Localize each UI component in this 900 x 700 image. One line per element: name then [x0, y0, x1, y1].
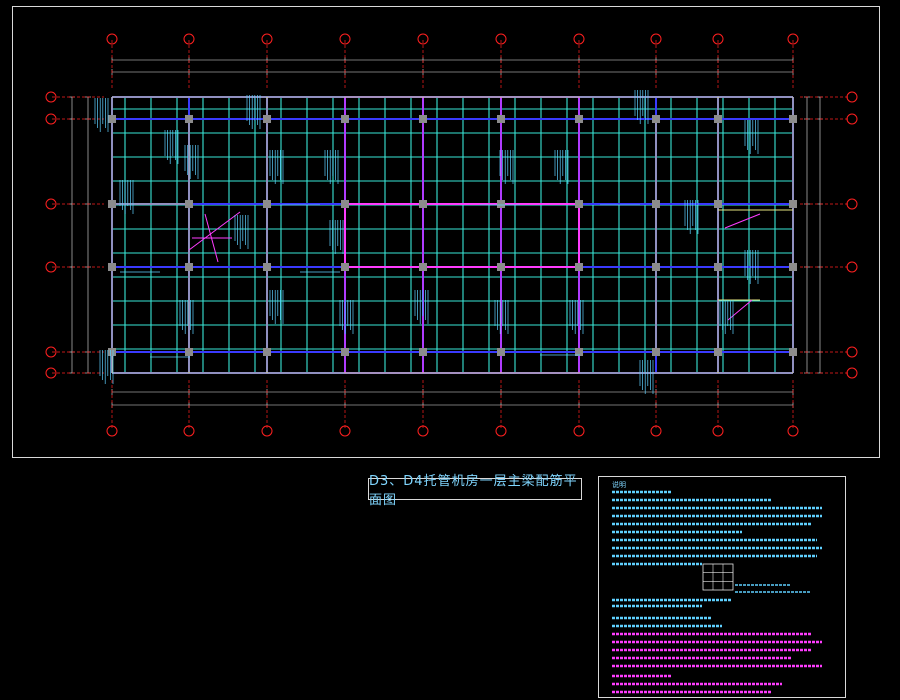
axis-bubble-icon [106, 425, 118, 437]
column [263, 200, 271, 208]
notes-heading: 说明 [612, 481, 626, 489]
column [714, 200, 722, 208]
column [652, 200, 660, 208]
axis-bubble-icon [846, 367, 858, 379]
column [419, 348, 427, 356]
column [341, 263, 349, 271]
column [263, 348, 271, 356]
axis-bubble-icon [45, 113, 57, 125]
axis-bubble-icon [417, 425, 429, 437]
column [263, 263, 271, 271]
detail-outline [702, 563, 734, 591]
column [108, 348, 116, 356]
axis-bubble-icon [183, 425, 195, 437]
axis-bubble-icon [339, 33, 351, 45]
axis-bubble-icon [261, 33, 273, 45]
column [575, 200, 583, 208]
column [341, 348, 349, 356]
column-section-detail-icon [702, 563, 734, 591]
axis-bubble-icon [787, 33, 799, 45]
column [497, 115, 505, 123]
axis-bubble-icon [573, 425, 585, 437]
drawing-title-box: D3、D4托管机房一层主梁配筋平面图 [368, 474, 582, 508]
column [714, 115, 722, 123]
notes-content [612, 490, 822, 694]
column [575, 115, 583, 123]
stair-line [188, 211, 241, 251]
axis-bubble-icon [846, 91, 858, 103]
stair-line [724, 213, 761, 229]
stair-line [204, 213, 219, 263]
axis-bubble-icon [45, 346, 57, 358]
transfer-beam-frame [344, 203, 580, 268]
column [497, 263, 505, 271]
column [341, 200, 349, 208]
column [789, 263, 797, 271]
axis-bubble-icon [183, 33, 195, 45]
column [652, 115, 660, 123]
column [789, 200, 797, 208]
column [108, 200, 116, 208]
axis-bubble-icon [261, 425, 273, 437]
axis-bubble-icon [650, 33, 662, 45]
column [185, 348, 193, 356]
column [497, 348, 505, 356]
column [497, 200, 505, 208]
column [108, 115, 116, 123]
column [789, 115, 797, 123]
column [419, 263, 427, 271]
column [652, 348, 660, 356]
axis-bubble-icon [45, 367, 57, 379]
axis-bubble-icon [846, 261, 858, 273]
axis-bubble-icon [45, 198, 57, 210]
axis-bubble-icon [495, 425, 507, 437]
column [714, 263, 722, 271]
column [185, 263, 193, 271]
axis-bubble-icon [650, 425, 662, 437]
axis-bubble-icon [339, 425, 351, 437]
axis-bubble-icon [846, 198, 858, 210]
column [575, 348, 583, 356]
axis-bubble-icon [846, 346, 858, 358]
axis-bubble-icon [846, 113, 858, 125]
column [341, 115, 349, 123]
axis-bubble-icon [787, 425, 799, 437]
transfer-beam-frame [344, 96, 580, 374]
sheet-frame [12, 6, 880, 458]
column [652, 263, 660, 271]
notes-panel [598, 476, 846, 698]
axis-bubble-icon [417, 33, 429, 45]
axis-bubble-icon [712, 33, 724, 45]
column [263, 115, 271, 123]
column [185, 115, 193, 123]
column [575, 263, 583, 271]
column [419, 200, 427, 208]
drawing-title: D3、D4托管机房一层主梁配筋平面图 [369, 474, 578, 508]
column [789, 348, 797, 356]
column [714, 348, 722, 356]
column [419, 115, 427, 123]
column [108, 263, 116, 271]
axis-bubble-icon [712, 425, 724, 437]
axis-bubble-icon [106, 33, 118, 45]
axis-bubble-icon [495, 33, 507, 45]
axis-bubble-icon [573, 33, 585, 45]
axis-bubble-icon [45, 261, 57, 273]
column [185, 200, 193, 208]
axis-bubble-icon [45, 91, 57, 103]
stair-line [727, 299, 753, 321]
